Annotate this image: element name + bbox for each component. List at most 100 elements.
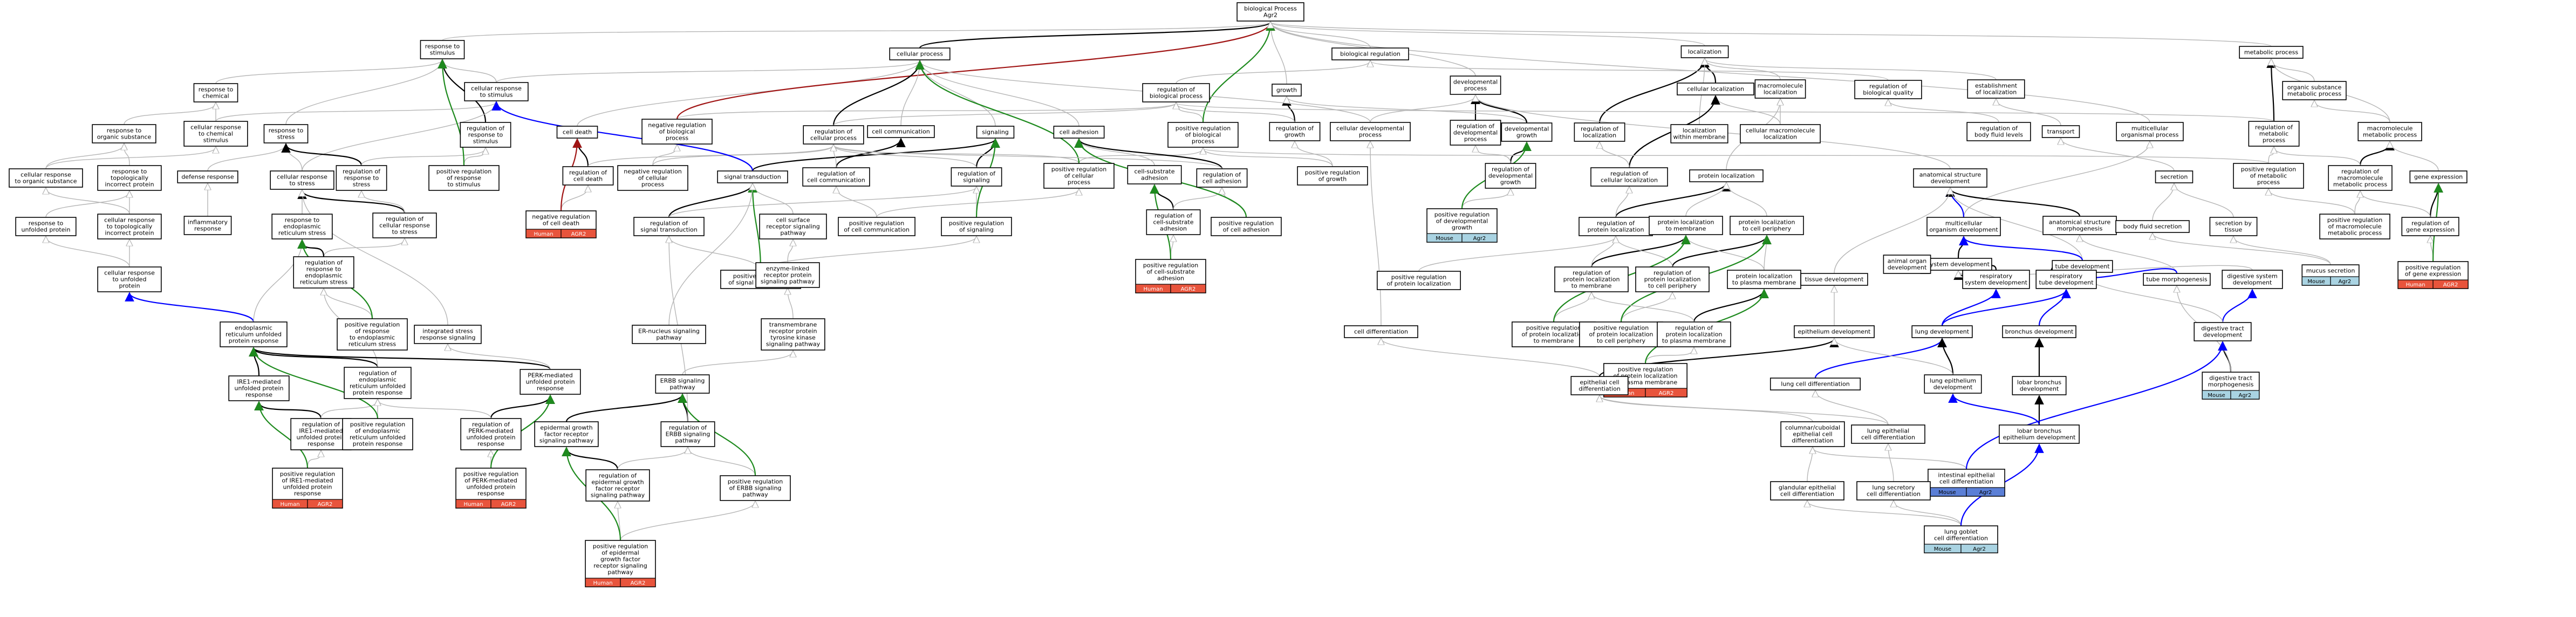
is-a-edge [320,400,378,419]
is-a-edge [1888,444,1894,482]
go-term-label: regulation of [1154,212,1193,220]
go-term-label: regulation of [1457,123,1495,130]
go-term-node: cellular localization [1677,83,1754,95]
go-term-label: regulation of [958,170,996,177]
go-term-label: signaling pathway [539,437,594,444]
go-term-label: to plasma membrane [1614,379,1677,386]
part-of-edge [1945,187,2081,217]
go-term-label: pathway [656,334,682,341]
is-a-edge [46,237,130,268]
go-term-label: localization [1764,89,1797,96]
is-a-edge [652,145,833,166]
go-term-label: of protein localization [1589,331,1653,338]
annotation-gene-cell [620,578,656,587]
go-term-box [2209,217,2258,236]
go-term-label: regulation of [1610,170,1649,177]
go-term-node: biological regulation [1331,47,1409,60]
go-term-label: mucus secretion [2306,268,2355,275]
go-term-label: epithelial cell [1580,379,1619,386]
go-term-box [2115,220,2190,233]
is-a-edge [1807,501,1962,526]
go-term-label: of protein localization [1614,373,1678,380]
part-of-edge [572,138,589,167]
go-term-box [9,168,83,188]
go-term-label: regulation of [1492,166,1530,173]
go-term-label: to stimulus [480,92,513,99]
go-term-label: stimulus [430,50,455,57]
go-term-node: cellular process [889,47,951,60]
is-a-edge [682,351,793,375]
go-term-box [2041,125,2080,138]
go-term-label: to stress [392,229,417,236]
is-a-edge [1600,142,1630,168]
go-term-label: development [2233,279,2272,286]
go-term-box [92,124,156,143]
go-term-box [2319,214,2390,239]
annotation-gene-label: AGR2 [318,502,333,508]
go-term-label: of cell adhesion [1223,227,1270,234]
go-term-label: to plasma membrane [1662,338,1726,345]
go-term-label: integrated stress [422,328,473,335]
go-term-label: protein localization [1644,276,1701,283]
go-term-label: cell communication [872,128,930,135]
go-term-box [460,418,522,450]
is-a-edge [2268,147,2274,164]
go-term-label: lung secretory [1872,484,1915,491]
go-term-box [337,318,408,351]
go-term-label: unfolded protein [22,227,71,234]
go-term-label: receptor signaling [593,563,647,570]
go-term-box [2035,270,2097,289]
go-term-box [755,262,820,288]
is-a-edge [577,61,920,127]
go-term-label: receptor signaling [766,223,819,230]
go-term-label: morphogenesis [2208,381,2254,388]
is-a-edge [677,103,1176,120]
go-term-label: cell adhesion [1060,129,1098,136]
is-a-edge [753,184,794,215]
go-term-node: growth [1272,84,1302,97]
part-of-edge [1957,236,1969,259]
go-term-label: development [2020,386,2059,393]
go-term-label: protein response [353,441,403,448]
go-term-label: cell differentiation [1861,434,1915,441]
go-term-label: bronchus development [2005,328,2074,335]
go-term-label: regulation of [302,421,340,428]
go-term-label: macromolecule [2338,175,2383,182]
go-term-label: signaling [963,177,990,184]
go-term-label: defense response [181,174,234,181]
go-term-label: protein localization [1698,173,1755,180]
go-term-box [97,214,162,239]
annotation-gene-cell [2230,390,2260,400]
part-of-edge [562,447,619,470]
go-term-label: process [1192,138,1215,145]
go-term-label: development [2203,332,2243,339]
go-term-box [2409,170,2468,183]
is-a-edge [920,61,1079,127]
go-term-node: cell death [556,126,598,139]
go-term-label: response to [468,132,503,139]
go-term-label: to stimulus [447,181,480,188]
is-a-edge [1645,348,1694,364]
annotation-species-label: Mouse [2208,393,2225,399]
go-term-label: pathway [669,384,695,391]
is-a-edge [787,240,793,263]
is-a-edge [307,451,321,469]
go-term-label: positive regulation [1391,274,1447,281]
is-a-edge [1726,183,1767,217]
is-a-edge [1270,22,2150,123]
is-a-edge [2153,234,2331,265]
is-a-edge [1078,148,1203,164]
go-term-label: cellular developmental [1336,125,1404,132]
